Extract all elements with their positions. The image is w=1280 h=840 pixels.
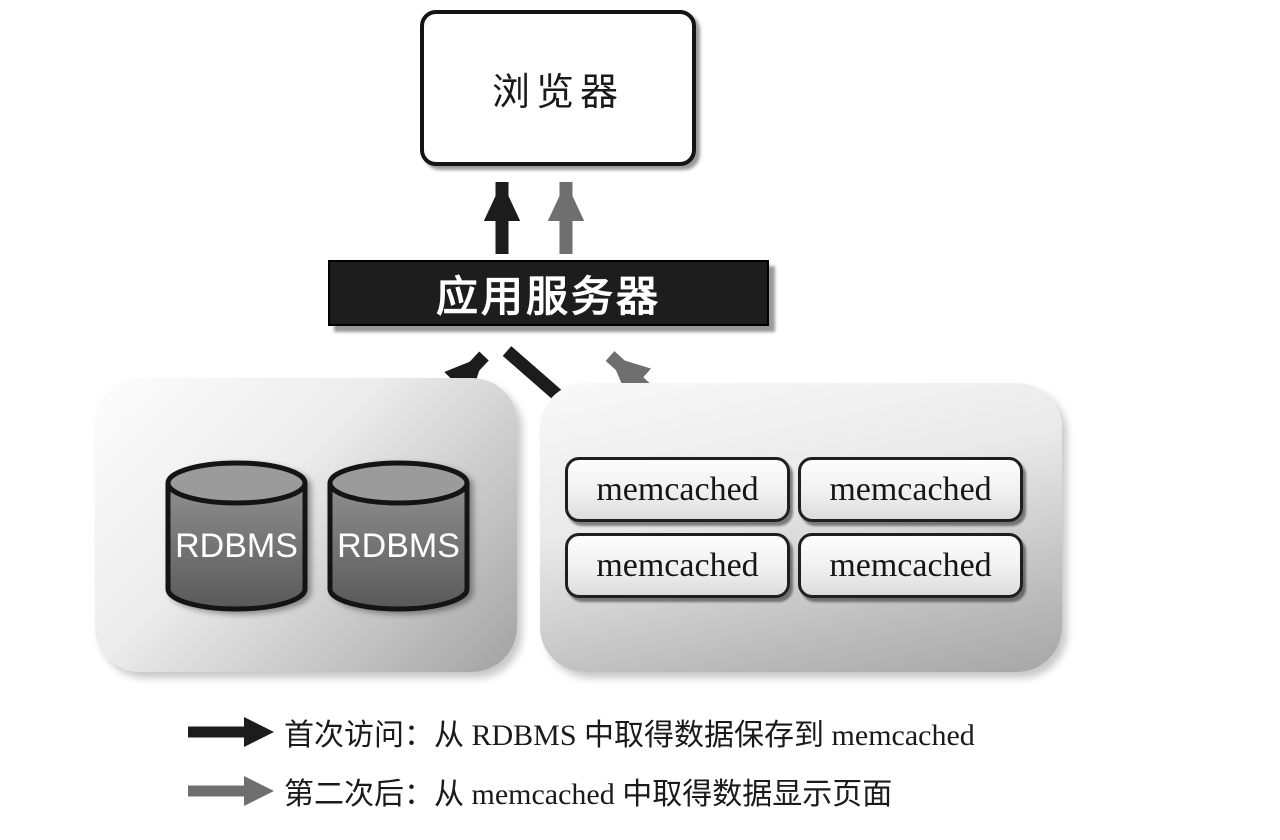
app-server-node: 应用服务器	[328, 260, 769, 326]
app-server-label: 应用服务器	[435, 272, 661, 320]
memcached-node-2: memcached	[798, 457, 1023, 522]
memcached-label: memcached	[596, 470, 759, 508]
legend-item-first-access: 首次访问：从 RDBMS 中取得数据保存到 memcached	[186, 710, 975, 754]
rdbms-label: RDBMS	[175, 526, 298, 565]
memcached-label: memcached	[829, 546, 992, 584]
browser-node: 浏览器	[420, 10, 696, 166]
rdbms-label: RDBMS	[337, 526, 460, 565]
legend-gray-arrow-icon	[188, 776, 274, 806]
browser-label: 浏览器	[491, 71, 624, 114]
memcached-node-4: memcached	[798, 533, 1023, 598]
memcached-group: memcached memcached memcached memcached	[540, 383, 1062, 672]
memcached-label: memcached	[829, 470, 992, 508]
legend: 首次访问：从 RDBMS 中取得数据保存到 memcached 第二次后：从 m…	[186, 710, 975, 828]
memcached-label: memcached	[596, 546, 759, 584]
legend-label-subsequent-access: 第二次后：从 memcached 中取得数据显示页面	[284, 778, 893, 811]
memcached-node-3: memcached	[565, 533, 790, 598]
legend-label-first-access: 首次访问：从 RDBMS 中取得数据保存到 memcached	[284, 719, 975, 752]
database-cylinder-icon	[165, 460, 308, 612]
legend-item-subsequent-access: 第二次后：从 memcached 中取得数据显示页面	[186, 769, 975, 813]
database-cylinder-icon	[327, 460, 470, 612]
rdbms-group: RDBMS RDBMS	[95, 378, 517, 672]
rdbms-node-2: RDBMS	[325, 457, 472, 615]
memcached-node-1: memcached	[565, 457, 790, 522]
legend-black-arrow-icon	[188, 717, 274, 747]
rdbms-node-1: RDBMS	[163, 457, 310, 615]
